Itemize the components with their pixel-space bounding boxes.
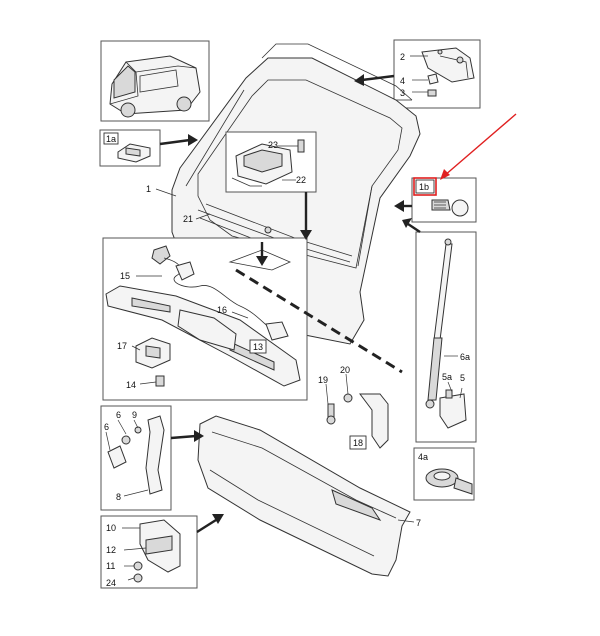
callout-3: 3 <box>400 88 405 98</box>
callout-12: 12 <box>106 545 116 555</box>
handle-assembly-box: 13 15 16 17 14 <box>102 237 308 401</box>
callout-6: 6 <box>116 410 121 420</box>
callout-1a: 1a <box>106 134 116 144</box>
detail-box-1b: 1b <box>411 177 477 223</box>
callout-5a: 5a <box>442 372 452 382</box>
callout-21: 21 <box>183 214 193 224</box>
wiper-motor-inset: 23 22 <box>225 131 317 193</box>
detail-box-1a: 1a <box>99 129 161 167</box>
detail-box-hinge-bottom: 10 12 11 24 <box>100 515 198 589</box>
callout-24: 24 <box>106 578 116 588</box>
callout-20: 20 <box>340 365 350 375</box>
callout-2: 2 <box>400 52 405 62</box>
callout-23: 23 <box>268 140 278 150</box>
highlight-arrow-head <box>440 169 450 180</box>
vehicle-thumbnail <box>100 40 210 122</box>
callout-13: 13 <box>253 342 263 352</box>
pointer-arrows <box>159 74 421 534</box>
callout-8: 8 <box>116 492 121 502</box>
detail-box-4a: 4a <box>413 447 475 501</box>
bracket-group-18-20: 18 19 20 <box>318 365 389 450</box>
callout-17: 17 <box>117 341 127 351</box>
callout-18: 18 <box>353 438 363 448</box>
gas-strut-box: 6a 5a 5 <box>415 231 477 443</box>
callout-1: 1 <box>146 184 151 194</box>
handle-location-outline <box>228 249 291 271</box>
lower-trim-panel: 7 <box>197 415 421 577</box>
callout-4: 4 <box>400 76 405 86</box>
detail-box-lock-arm: 6 9 6 8 <box>100 405 172 511</box>
callout-14: 14 <box>126 380 136 390</box>
callout-5: 5 <box>460 373 465 383</box>
callout-box-13 <box>249 339 267 354</box>
callout-box-18 <box>349 435 367 450</box>
callout-22: 22 <box>296 175 306 185</box>
callout-box-1b <box>415 179 435 194</box>
callout-10: 10 <box>106 523 116 533</box>
callout-box-1a <box>103 132 119 145</box>
callout-9: 9 <box>132 410 137 420</box>
callout-7: 7 <box>416 518 421 528</box>
callout-6-left: 6 <box>104 422 109 432</box>
highlight-box <box>413 177 437 196</box>
highlight-arrow-line <box>443 113 517 177</box>
callout-11: 11 <box>106 561 115 571</box>
callout-1b: 1b <box>419 182 429 192</box>
detail-box-hinge-top: 2 4 3 <box>393 39 481 109</box>
dashed-leader <box>235 268 403 374</box>
callout-16: 16 <box>217 305 227 315</box>
callout-15: 15 <box>120 271 130 281</box>
callout-6a: 6a <box>460 352 470 362</box>
callout-19: 19 <box>318 375 328 385</box>
callout-4a: 4a <box>418 452 428 462</box>
